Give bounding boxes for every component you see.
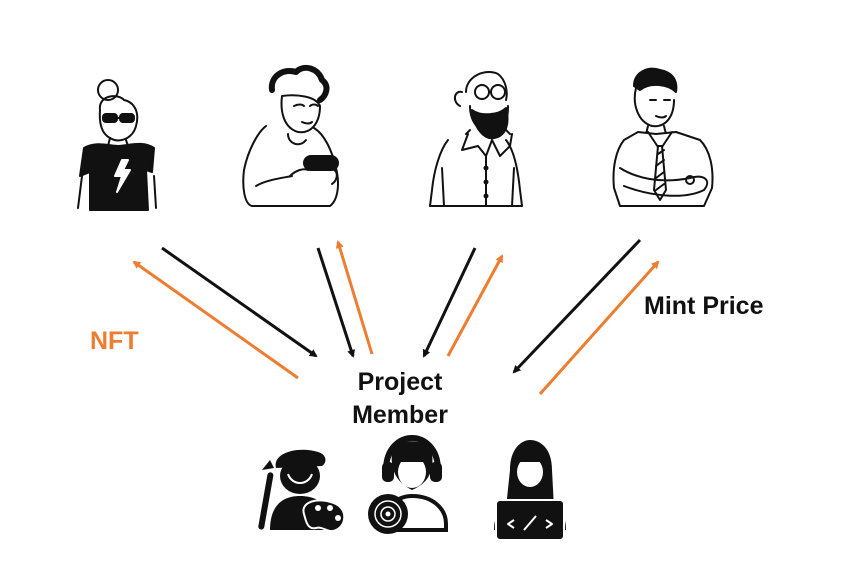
arrow-down-4 — [512, 238, 642, 374]
arrow-down-1 — [161, 246, 318, 358]
artist-painter-icon — [258, 449, 346, 533]
project-member-label: Project Member — [320, 366, 480, 432]
arrow-down-3 — [422, 247, 477, 358]
mint-price-label: Mint Price — [644, 292, 764, 320]
woman-sunglasses-icon — [77, 79, 157, 211]
arrow-up-4 — [538, 260, 660, 395]
arrow-up-3 — [446, 254, 504, 357]
arrow-up-1 — [132, 260, 299, 380]
developer-laptop-icon — [494, 440, 566, 541]
project-member-line-2: Member — [352, 401, 448, 429]
businessman-tie-icon — [612, 67, 714, 207]
gamer-with-controller-icon — [242, 64, 339, 207]
arrow-down-2 — [316, 247, 355, 358]
nft-label: NFT — [90, 327, 139, 355]
music-producer-dj-icon — [368, 434, 448, 534]
arrow-up-2 — [335, 240, 374, 355]
bearded-man-glasses-icon — [429, 71, 523, 207]
project-member-line-1: Project — [357, 368, 443, 396]
